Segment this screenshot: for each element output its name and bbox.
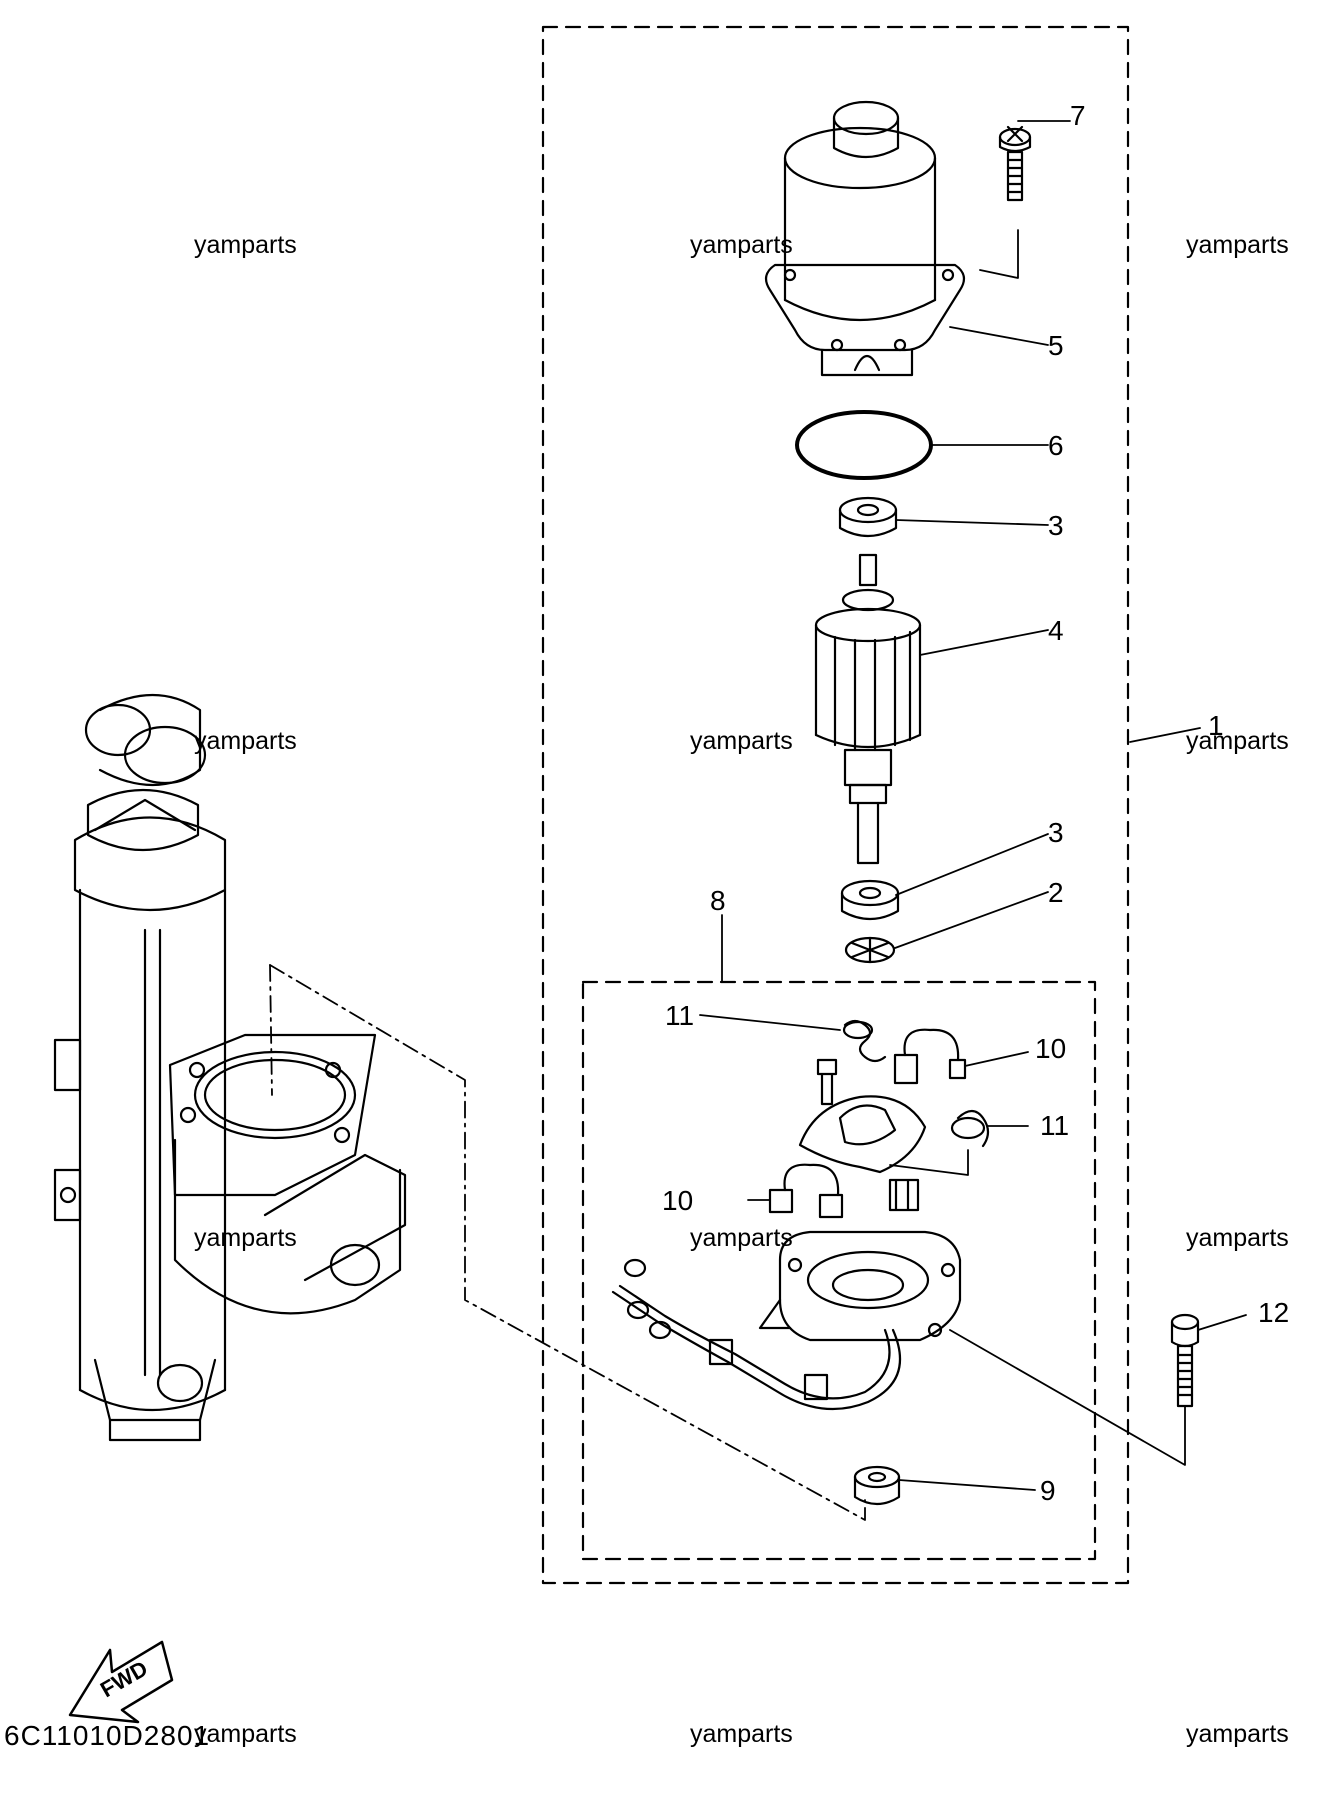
leader-lines bbox=[269, 120, 1247, 1521]
watermark-r2c3: yamparts bbox=[1186, 727, 1289, 755]
motor-housing-part-5 bbox=[764, 100, 966, 377]
callout-4: 4 bbox=[1048, 615, 1064, 646]
bushing-part-9 bbox=[853, 1465, 901, 1506]
fwd-arrow-icon bbox=[68, 1640, 174, 1724]
assembly-1-boundary bbox=[541, 25, 1130, 1585]
callout-labels: 1 2 3 3 4 5 6 7 8 9 10 10 11 11 12 FWD bbox=[96, 100, 1289, 1702]
o-ring-part-6 bbox=[795, 410, 933, 480]
screw-part-7 bbox=[998, 125, 1032, 202]
callout-5: 5 bbox=[1048, 330, 1064, 361]
callout-6: 6 bbox=[1048, 430, 1064, 461]
callout-7: 7 bbox=[1070, 100, 1086, 131]
watermark-r3c3: yamparts bbox=[1186, 1224, 1289, 1252]
callout-1: 1 bbox=[1208, 710, 1224, 741]
watermark-r3c1: yamparts bbox=[194, 1224, 297, 1252]
callout-11-lower: 11 bbox=[1040, 1110, 1069, 1141]
washer-part-2 bbox=[844, 936, 896, 964]
callout-8: 8 bbox=[710, 885, 726, 916]
watermark-r1c1: yamparts bbox=[194, 231, 297, 259]
watermark-r4c1: yamparts bbox=[194, 1720, 297, 1748]
watermark-r1c3: yamparts bbox=[1186, 231, 1289, 259]
brush-holder-assembly bbox=[768, 1019, 990, 1219]
bearing-part-3-upper bbox=[838, 496, 898, 538]
bearing-part-3-lower bbox=[840, 879, 900, 921]
armature-part-4 bbox=[814, 553, 922, 865]
callout-10-upper: 10 bbox=[1035, 1033, 1066, 1064]
tilt-cylinder-assembly bbox=[53, 694, 407, 1442]
callout-3-upper: 3 bbox=[1048, 510, 1064, 541]
watermark-r1c2: yamparts bbox=[690, 231, 793, 259]
end-cover-with-leads bbox=[611, 1230, 962, 1411]
drawing-code: 6C11010D2801 bbox=[4, 1720, 211, 1751]
watermark-r4c3: yamparts bbox=[1186, 1720, 1289, 1748]
callout-12: 12 bbox=[1258, 1297, 1289, 1328]
watermark-r2c2: yamparts bbox=[690, 727, 793, 755]
watermark-r2c1: yamparts bbox=[194, 727, 297, 755]
assembly-8-boundary bbox=[581, 980, 1097, 1561]
watermark-r3c2: yamparts bbox=[690, 1224, 793, 1252]
callout-2: 2 bbox=[1048, 877, 1064, 908]
callout-3-lower: 3 bbox=[1048, 817, 1064, 848]
callout-9: 9 bbox=[1040, 1475, 1056, 1506]
bolt-part-12 bbox=[1170, 1313, 1200, 1408]
callout-10-lower: 10 bbox=[662, 1185, 693, 1216]
callout-11-upper: 11 bbox=[665, 1000, 694, 1031]
watermark-r4c2: yamparts bbox=[690, 1720, 793, 1748]
